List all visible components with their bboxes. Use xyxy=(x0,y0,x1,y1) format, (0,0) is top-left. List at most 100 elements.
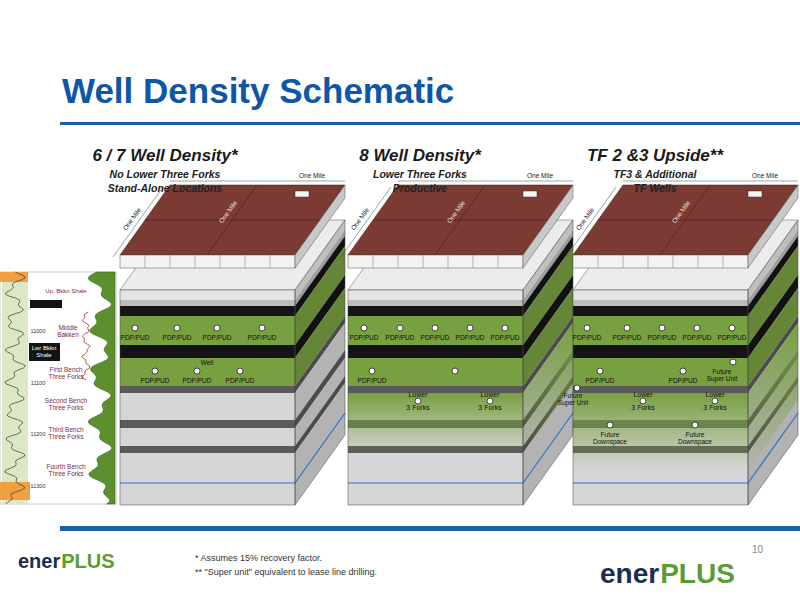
section-divider xyxy=(220,255,221,268)
rock-layer xyxy=(348,290,523,300)
section-divider xyxy=(623,255,624,268)
rock-layer xyxy=(348,345,523,358)
block-outline xyxy=(295,220,345,505)
section-line xyxy=(435,185,485,255)
well-pad xyxy=(295,191,309,197)
depth-value: 11300 xyxy=(31,483,46,489)
well-symbol xyxy=(712,398,718,404)
section-divider xyxy=(245,255,246,268)
well-symbol xyxy=(432,325,438,331)
block-subheading: No Lower Three Forks Stand-Alone Locatio… xyxy=(104,168,226,195)
well-symbol xyxy=(487,398,493,404)
rock-layer xyxy=(120,428,295,446)
section-divider xyxy=(648,255,649,268)
well-label: PDP/PUD xyxy=(183,377,212,384)
rock-layer xyxy=(120,393,295,420)
well-symbol xyxy=(397,325,403,331)
well-symbol xyxy=(259,325,265,331)
logo-text: PLUS xyxy=(660,558,735,590)
slide-title: Well Density Schematic xyxy=(62,72,454,111)
layer-label: Fourth Bench Three Forks xyxy=(44,463,88,478)
dimension-line xyxy=(170,181,345,182)
section-divider xyxy=(498,255,499,268)
well-label: Future Downspace xyxy=(675,431,715,446)
rock-layer xyxy=(573,316,748,345)
block-outline xyxy=(120,290,295,505)
shale-band xyxy=(30,300,62,308)
well-label: Future Super Unit xyxy=(705,368,739,383)
log-marker xyxy=(0,482,30,500)
section-line xyxy=(660,185,710,255)
section-divider xyxy=(270,255,271,268)
well-label: Lower 3 Forks xyxy=(631,388,655,415)
well-symbol xyxy=(659,325,665,331)
slab-side xyxy=(295,185,345,268)
depth-value: 11000 xyxy=(31,328,46,334)
well-markers xyxy=(132,325,736,428)
slab-front xyxy=(348,255,523,268)
section-divider xyxy=(398,255,399,268)
rock-layer xyxy=(348,453,523,505)
well-label: PDP/PUD xyxy=(203,334,232,341)
section-divider xyxy=(723,255,724,268)
well-symbol xyxy=(415,398,421,404)
log-frame xyxy=(0,272,116,504)
well-symbol xyxy=(624,325,630,331)
log-curve xyxy=(82,312,90,380)
well-label: PDP/PUD xyxy=(350,334,379,341)
rock-block xyxy=(566,181,798,505)
section-divider xyxy=(373,255,374,268)
rock-layer-side xyxy=(295,383,345,505)
dimension-line xyxy=(398,181,573,182)
rock-layer xyxy=(120,345,295,358)
productive-zone xyxy=(348,393,523,455)
depth-value: 11200 xyxy=(31,431,46,437)
block-heading: TF 2 &3 Upside** xyxy=(560,146,750,166)
well-label: PDP/PUD xyxy=(226,377,255,384)
block-subheading: TF3 & Additional TF Wells xyxy=(607,168,703,195)
well-symbol xyxy=(502,325,508,331)
shale-band xyxy=(29,343,60,361)
well-symbol xyxy=(152,368,158,374)
section-divider xyxy=(473,255,474,268)
block-heading: 8 Well Density* xyxy=(330,146,510,166)
well-symbol xyxy=(584,325,590,331)
well-symbol xyxy=(214,325,220,331)
well-label: PDP/PUD xyxy=(491,334,520,341)
well-label: PDP/PUD xyxy=(683,334,712,341)
well-symbol xyxy=(680,368,686,374)
dimension-line xyxy=(341,187,391,257)
block-diagram: TF 2 &3 Upside**TF3 & Additional TF Well… xyxy=(560,146,790,506)
slab-side xyxy=(748,185,798,268)
section-divider xyxy=(448,255,449,268)
well-symbol xyxy=(694,325,700,331)
rock-block xyxy=(341,181,573,505)
well-label: PDP/PUD xyxy=(421,334,450,341)
rule-line xyxy=(60,122,800,125)
well-symbol xyxy=(194,368,200,374)
slab-side xyxy=(523,185,573,268)
rule-line xyxy=(60,526,800,531)
rock-layer xyxy=(573,300,748,306)
well-label: Future Downspace xyxy=(590,431,630,446)
log-marker xyxy=(0,272,28,282)
log-track xyxy=(2,272,28,504)
layer-label: Third Bench Three Forks xyxy=(46,426,86,441)
footnote: ** "Super unit" equivalent to lease line… xyxy=(195,567,377,577)
rock-layer xyxy=(573,358,748,386)
section-divider xyxy=(170,255,171,268)
block-diagram: 6 / 7 Well Density*No Lower Three Forks … xyxy=(60,146,290,506)
well-symbol xyxy=(132,325,138,331)
dimension-label: One Mile xyxy=(527,172,553,179)
well-label: PDP/PUD xyxy=(141,377,170,384)
well-label: PDP/PUD xyxy=(456,334,485,341)
rock-layer xyxy=(120,306,295,316)
layer-label: Middle Bakken xyxy=(51,324,85,339)
well-label: PDP/PUD xyxy=(248,334,277,341)
section-divider xyxy=(673,255,674,268)
rock-layer xyxy=(573,345,748,358)
block-diagram: 8 Well Density*Lower Three Forks Product… xyxy=(330,146,560,506)
section-divider xyxy=(195,255,196,268)
dimension-label: One Mile xyxy=(752,172,778,179)
